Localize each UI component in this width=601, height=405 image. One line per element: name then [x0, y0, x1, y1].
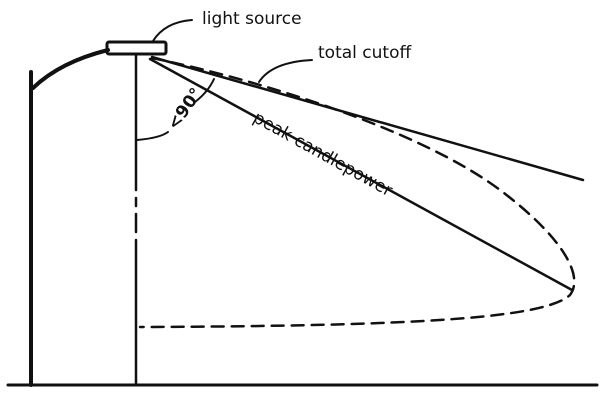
total-cutoff-line [150, 55, 585, 182]
light-source-label: light source [202, 9, 302, 29]
total-cutoff-label: total cutoff [318, 43, 412, 63]
angle-label: <90° [164, 84, 207, 133]
peak-candlepower-label: peak candlepower [250, 108, 396, 201]
pole-arm [31, 48, 110, 90]
peak-candlepower-line [148, 57, 574, 292]
total-cutoff-leader [258, 59, 313, 83]
candlepower-distribution-curve [138, 56, 576, 329]
angle-arc [136, 78, 215, 141]
light-source-leader [152, 19, 193, 42]
luminaire-fixture [105, 40, 168, 56]
